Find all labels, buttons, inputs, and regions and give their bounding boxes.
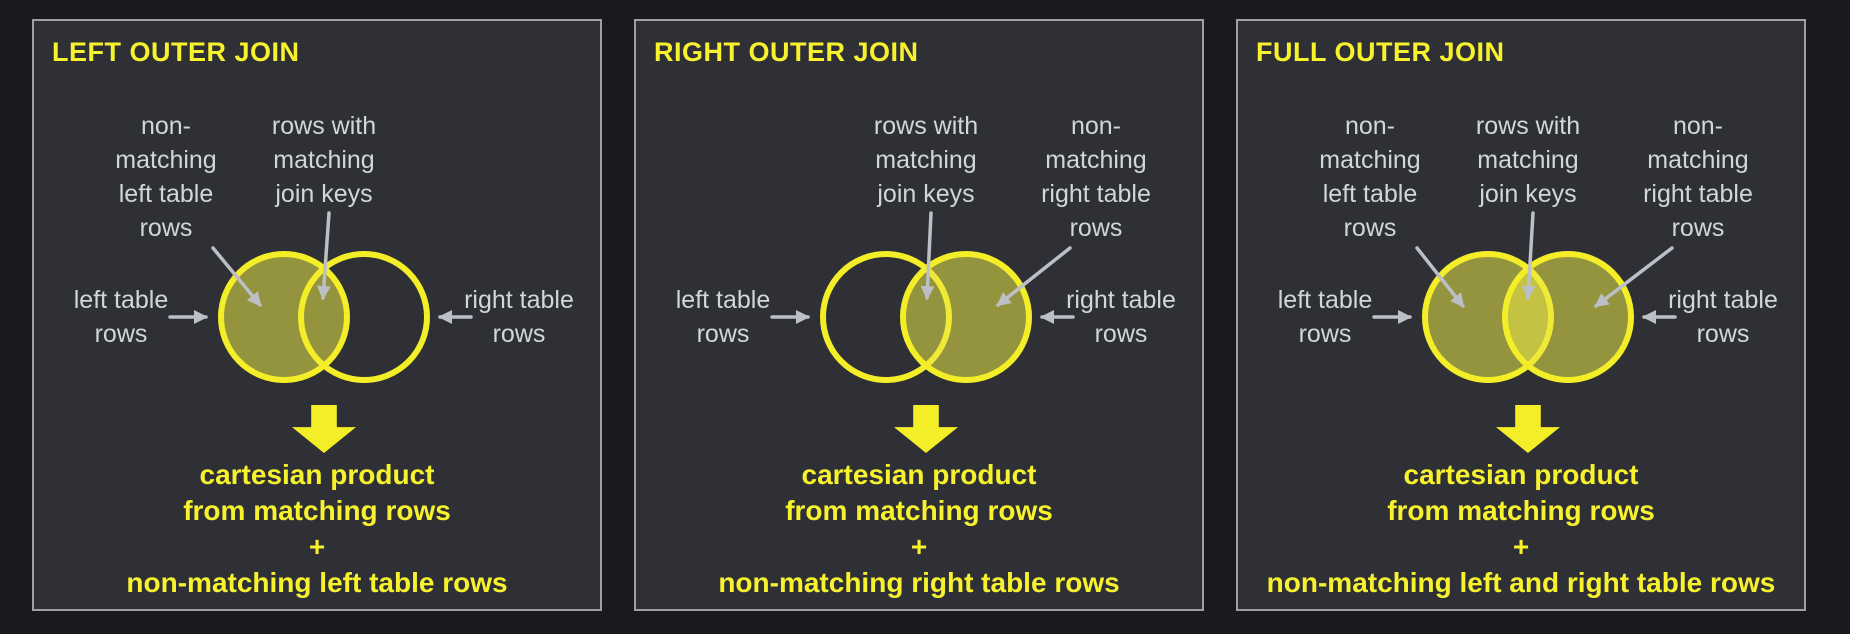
result-text: cartesian product from matching rows + n… (718, 459, 1120, 598)
panel-title: FULL OUTER JOIN (1256, 37, 1505, 67)
result-text: cartesian product from matching rows + n… (126, 459, 508, 598)
label-non-matching-right-rows: non- matching right table rows (1041, 112, 1151, 242)
label-left-table-rows: left table rows (1277, 286, 1373, 348)
label-right-table-rows: right table rows (1066, 286, 1176, 348)
panel-left-outer-join: LEFT OUTER JOIN non- matching left table… (32, 19, 602, 611)
join-diagrams-board: LEFT OUTER JOIN non- matching left table… (32, 19, 1806, 611)
label-left-table-rows: left table rows (675, 286, 771, 348)
label-non-matching-left-rows: non- matching left table rows (1319, 112, 1421, 242)
panel-title: RIGHT OUTER JOIN (654, 37, 919, 67)
venn-right-circle (298, 251, 430, 383)
panel-right-outer-join: RIGHT OUTER JOIN rows with matching join… (634, 19, 1204, 611)
label-non-matching-left-rows: non- matching left table rows (115, 112, 217, 242)
panel-title: LEFT OUTER JOIN (52, 37, 300, 67)
label-non-matching-right-rows: non- matching right table rows (1643, 112, 1753, 242)
down-arrow-icon (894, 405, 958, 453)
down-arrow-icon (1496, 405, 1560, 453)
result-text: cartesian product from matching rows + n… (1266, 459, 1776, 598)
venn-right-circle (900, 251, 1032, 383)
label-right-table-rows: right table rows (464, 286, 574, 348)
label-matching-join-keys: rows with matching join keys (271, 112, 377, 208)
label-right-table-rows: right table rows (1668, 286, 1778, 348)
label-matching-join-keys: rows with matching join keys (873, 112, 979, 208)
down-arrow-icon (292, 405, 356, 453)
label-left-table-rows: left table rows (73, 286, 169, 348)
label-matching-join-keys: rows with matching join keys (1475, 112, 1581, 208)
venn-right-circle (1502, 251, 1634, 383)
panel-full-outer-join: FULL OUTER JOIN non- matching left table… (1236, 19, 1806, 611)
